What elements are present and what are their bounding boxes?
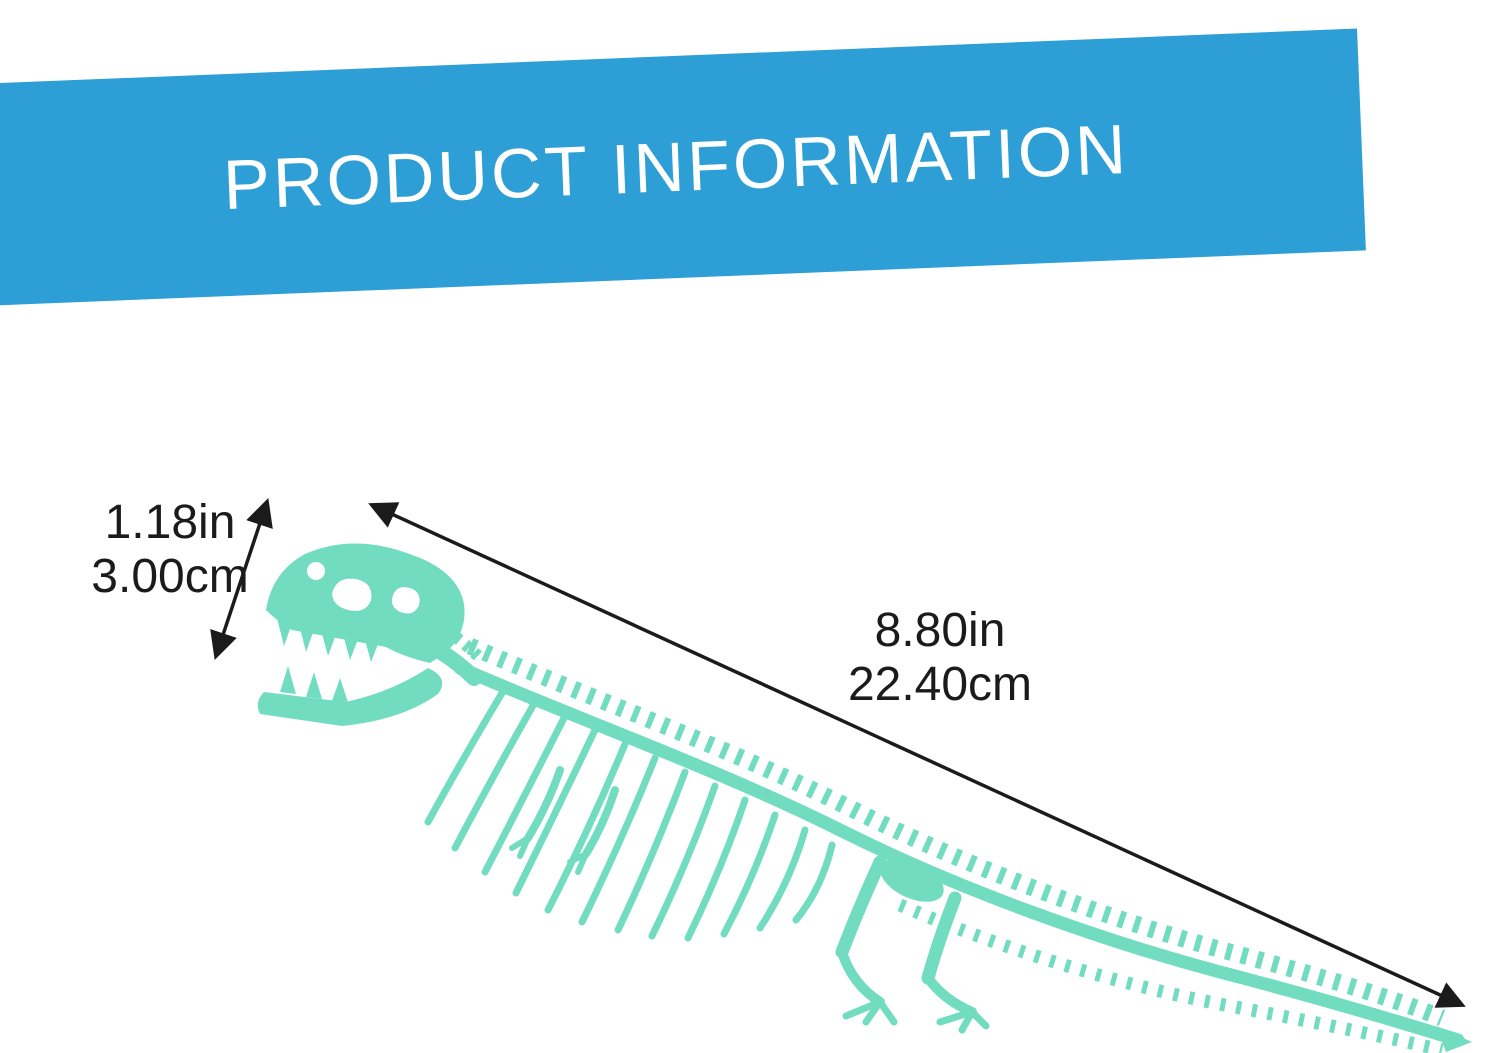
height-dimension-arrow (210, 498, 273, 660)
length-dimension-arrow (368, 502, 1466, 1008)
height-label-inches: 1.18in (104, 496, 236, 549)
length-dimension-label: 8.80in 22.40cm (790, 604, 1090, 712)
length-label-inches: 8.80in (874, 604, 1006, 657)
height-dimension-label: 1.18in 3.00cm (85, 496, 255, 604)
height-label-cm: 3.00cm (91, 549, 249, 603)
ribs (424, 684, 836, 942)
lower-teeth (280, 666, 348, 702)
length-label-cm: 22.40cm (847, 657, 1033, 711)
tail-tip (1436, 1026, 1472, 1052)
